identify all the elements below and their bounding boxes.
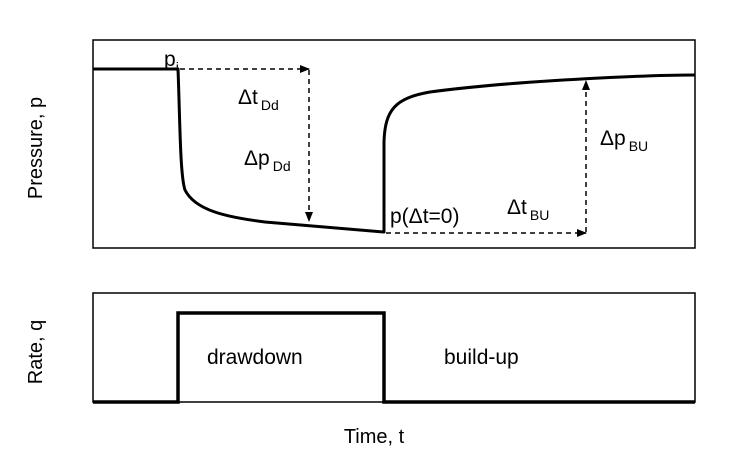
time-axis-label: Time, t [344,426,405,448]
pressure-axis-label: Pressure, p [25,97,47,199]
buildup-period-label: build-up [444,346,519,369]
rate-panel-frame [92,292,696,403]
pressure-curve [93,67,696,234]
drawdown-period-label: drawdown [207,346,303,369]
pressure-panel-frame [92,39,696,249]
initial-pressure-label: pi [164,48,179,75]
rate-axis-label: Rate, q [25,320,47,384]
rate-panel: Rate, q drawdown build-up [25,292,696,404]
rate-history-line [93,311,695,404]
shutin-pressure-label: p(Δt=0) [390,205,459,228]
